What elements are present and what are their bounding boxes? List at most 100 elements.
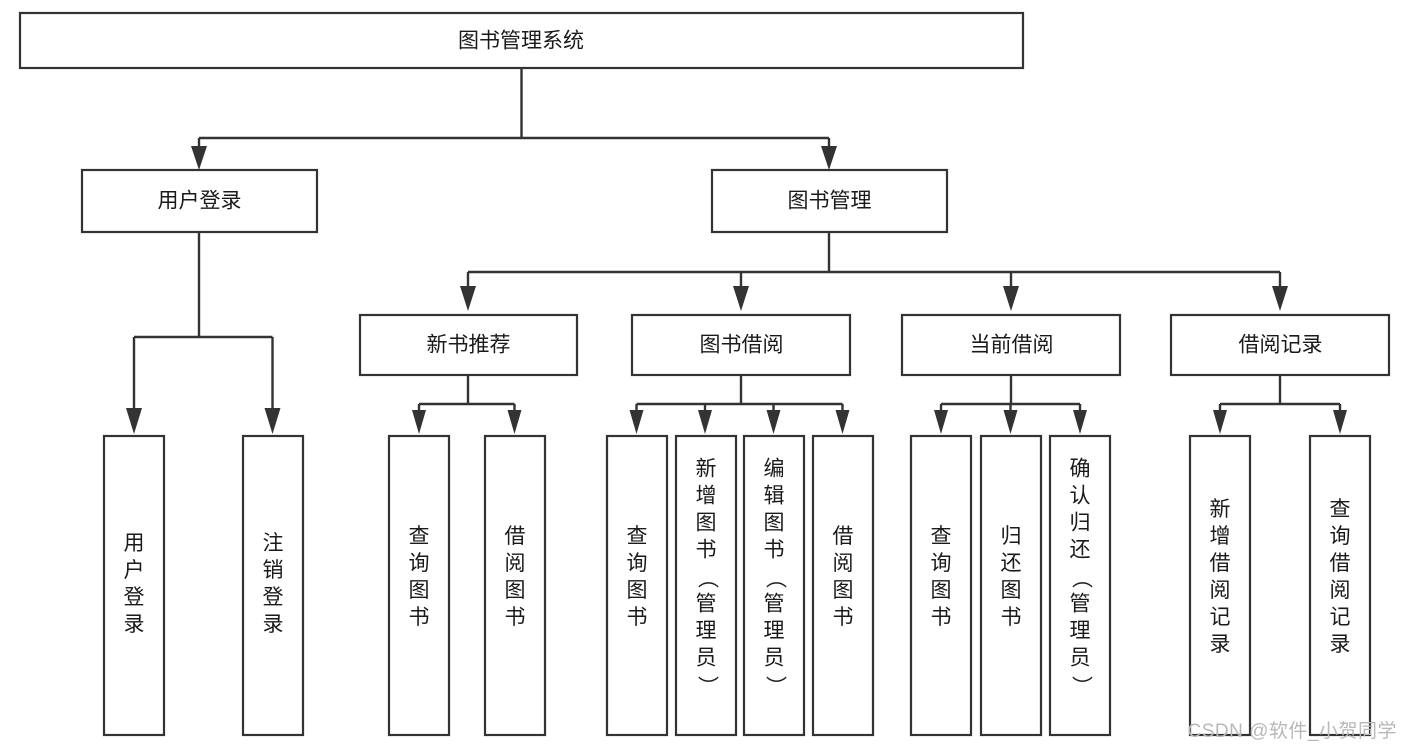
svg-text:还: 还	[1070, 539, 1091, 562]
svg-text:图: 图	[409, 579, 430, 602]
node-book-borrow-label: 图书借阅	[700, 334, 784, 357]
arrowhead-to-current-borrow	[1003, 286, 1019, 311]
svg-text:管: 管	[764, 593, 785, 616]
svg-text:销: 销	[263, 559, 284, 582]
svg-text:图: 图	[696, 512, 717, 535]
svg-text:（: （	[763, 568, 786, 589]
svg-text:录: 录	[1210, 633, 1231, 656]
node-current-borrow[interactable]: 当前借阅	[900, 313, 1122, 377]
arrowhead-book-borrow-to-leaf2	[698, 410, 712, 434]
svg-text:查: 查	[1330, 498, 1351, 521]
svg-text:书: 书	[409, 606, 430, 629]
svg-text:登: 登	[124, 586, 145, 609]
node-borrow-record[interactable]: 借阅记录	[1169, 313, 1391, 377]
svg-text:询: 询	[931, 552, 952, 575]
svg-text:图: 图	[505, 579, 526, 602]
arrowhead-borrow-record-to-leaf1	[1213, 410, 1227, 434]
svg-text:图: 图	[1001, 579, 1022, 602]
svg-text:书: 书	[764, 539, 785, 562]
arrowhead-root-to-book-manage	[821, 146, 837, 170]
connector-layer	[126, 68, 1347, 434]
node-current-borrow-label: 当前借阅	[970, 334, 1054, 357]
svg-text:新: 新	[696, 458, 717, 481]
node-leaf-user-login[interactable]: 用户登录	[102, 434, 166, 737]
svg-text:询: 询	[409, 552, 430, 575]
node-book-manage[interactable]: 图书管理	[710, 168, 949, 234]
node-root-label: 图书管理系统	[458, 30, 584, 53]
svg-text:管: 管	[696, 593, 717, 616]
arrowhead-user-login-to-leaf2	[264, 408, 281, 434]
svg-text:查: 查	[931, 525, 952, 548]
svg-text:归: 归	[1070, 512, 1091, 535]
svg-text:理: 理	[1070, 620, 1091, 643]
arrowhead-current-borrow-to-leaf3	[1073, 410, 1087, 434]
svg-text:录: 录	[1330, 633, 1351, 656]
svg-text:询: 询	[627, 552, 648, 575]
svg-text:阅: 阅	[505, 552, 526, 575]
arrowhead-book-borrow-to-leaf4	[835, 410, 850, 434]
svg-text:员: 员	[1070, 647, 1091, 670]
arrowhead-borrow-record-to-leaf2	[1333, 410, 1347, 434]
node-new-book-recommend[interactable]: 新书推荐	[358, 313, 579, 377]
arrowhead-user-login-to-leaf1	[126, 408, 142, 434]
arrowhead-to-book-borrow	[733, 286, 749, 311]
svg-text:户: 户	[124, 559, 145, 582]
svg-text:认: 认	[1070, 485, 1091, 508]
node-user-login[interactable]: 用户登录	[80, 168, 319, 234]
svg-text:理: 理	[764, 620, 785, 643]
svg-text:借: 借	[1210, 552, 1231, 575]
arrowhead-to-new-book-recommend	[460, 286, 476, 311]
svg-text:书: 书	[696, 539, 717, 562]
node-book-borrow[interactable]: 图书借阅	[630, 313, 852, 377]
arrowhead-book-borrow-to-leaf1	[629, 410, 644, 434]
arrowhead-current-borrow-to-leaf2	[1003, 410, 1018, 434]
node-new-book-recommend-label: 新书推荐	[427, 334, 511, 357]
svg-text:员: 员	[764, 647, 785, 670]
svg-text:录: 录	[124, 613, 145, 636]
svg-text:记: 记	[1330, 606, 1351, 629]
svg-text:新: 新	[1210, 498, 1231, 521]
svg-text:辑: 辑	[764, 485, 785, 508]
node-root[interactable]: 图书管理系统	[18, 11, 1025, 70]
svg-text:阅: 阅	[833, 552, 854, 575]
svg-text:理: 理	[696, 620, 717, 643]
svg-text:用: 用	[124, 532, 145, 555]
node-book-manage-label: 图书管理	[788, 190, 872, 213]
arrowhead-recommend-to-leaf2	[507, 410, 522, 434]
arrowhead-to-borrow-record	[1272, 286, 1288, 311]
svg-text:图: 图	[764, 512, 785, 535]
svg-text:借: 借	[833, 525, 854, 548]
node-user-login-label: 用户登录	[158, 190, 242, 213]
svg-text:书: 书	[1001, 606, 1022, 629]
svg-text:员: 员	[696, 647, 717, 670]
svg-text:增: 增	[1210, 525, 1231, 548]
svg-text:书: 书	[931, 606, 952, 629]
svg-text:增: 增	[696, 485, 717, 508]
node-borrow-record-label: 借阅记录	[1239, 334, 1323, 357]
svg-text:阅: 阅	[1210, 579, 1231, 602]
svg-text:确: 确	[1070, 458, 1091, 481]
